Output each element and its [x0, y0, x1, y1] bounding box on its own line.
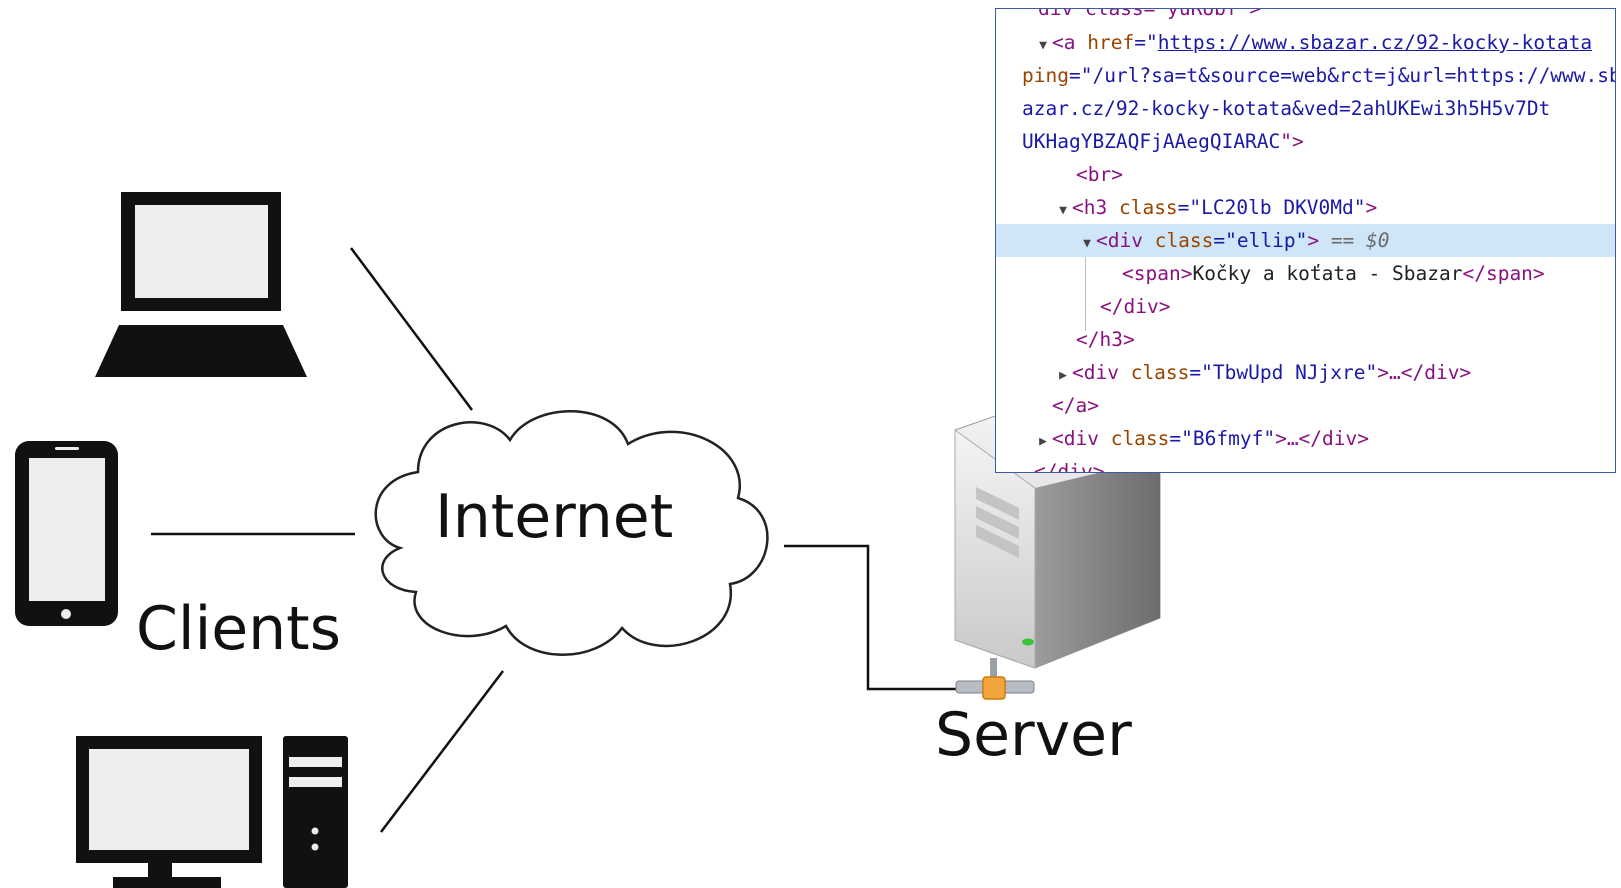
desktop-computer-icon: [76, 736, 348, 888]
edge-laptop-internet: [349, 247, 474, 411]
tag-open: <span>: [1122, 262, 1193, 285]
tag-close: </div>: [1100, 295, 1171, 318]
expand-triangle-icon[interactable]: ▼: [1059, 203, 1067, 218]
dom-node-div-close[interactable]: </div>: [996, 290, 1615, 323]
attr-value: ="LC20lb DKV0Md": [1177, 196, 1366, 219]
tag-br: <br>: [1076, 163, 1123, 186]
attr-value: ="B6fmyf": [1169, 427, 1276, 450]
dom-node-h3[interactable]: ▼ <h3 class="LC20lb DKV0Md">: [996, 191, 1615, 224]
attr-eq: =": [1134, 31, 1158, 54]
internet-label: Internet: [435, 482, 674, 552]
dom-node-span[interactable]: <span>Kočky a koťata - Sbazar</span>: [996, 257, 1615, 290]
dom-node-div-tbwupd[interactable]: ▶ <div class="TbwUpd NJjxre">…</div>: [996, 356, 1615, 389]
dom-node-div-ellip-selected[interactable]: ▼ <div class="ellip"> == $0: [996, 224, 1615, 257]
dom-line-ping-cont: azar.cz/92-kocky-kotata&ved=2ahUKEwi3h5H…: [996, 92, 1615, 125]
server-label: Server: [935, 700, 1132, 770]
attr-value: ="TbwUpd NJjxre": [1189, 361, 1378, 384]
devtools-elements-panel: div class="yuRUbf"> ▼ <a href="https://ww…: [995, 8, 1616, 473]
tree-guide-line: [1085, 247, 1086, 331]
attr-name: href: [1087, 31, 1135, 54]
tag-close: </a>: [1052, 394, 1099, 417]
cut-text: </div>: [1034, 460, 1105, 473]
laptop-icon: [95, 192, 307, 377]
tag-close: </h3>: [1076, 328, 1135, 351]
collapse-triangle-icon[interactable]: ▶: [1059, 368, 1067, 383]
attr-name: class: [1110, 427, 1170, 450]
text-node: Kočky a koťata - Sbazar: [1192, 262, 1463, 285]
collapse-triangle-icon[interactable]: ▶: [1039, 434, 1047, 449]
dom-node-h3-close[interactable]: </h3>: [996, 323, 1615, 356]
cloud-icon: [374, 410, 769, 656]
dom-line-cut-bottom: </div>: [996, 455, 1615, 473]
attr-value: UKHagYBZAQFjAAegQIARAC: [1022, 130, 1281, 153]
tag-open: <div: [1052, 427, 1111, 450]
clients-label: Clients: [136, 594, 341, 664]
edge-internet-server: [784, 544, 970, 691]
tag-open: <a: [1052, 31, 1088, 54]
edge-desktop-internet: [380, 670, 504, 833]
tag-close: >…</div>: [1377, 361, 1472, 384]
tag-open: <div: [1096, 229, 1155, 252]
attr-value: azar.cz/92-kocky-kotata&ved=2ahUKEwi3h5H…: [1022, 97, 1551, 120]
expand-triangle-icon[interactable]: ▼: [1039, 38, 1047, 53]
tag-close: >: [1307, 229, 1320, 252]
attr-name: class: [1118, 196, 1178, 219]
console-ref-marker: == $0: [1319, 229, 1390, 252]
dom-node-a-close[interactable]: </a>: [996, 389, 1615, 422]
tag-close: >…</div>: [1275, 427, 1369, 450]
dom-line-ping: ping="/url?sa=t&source=web&rct=j&url=htt…: [996, 59, 1615, 92]
dom-line-ping-end: UKHagYBZAQFjAAegQIARAC">: [996, 125, 1615, 158]
tag-close: </span>: [1462, 262, 1545, 285]
dom-node-div-b6fmyf[interactable]: ▶ <div class="B6fmyf">…</div>: [996, 422, 1615, 455]
cut-text: div class="yuRUbf">: [1038, 8, 1262, 20]
attr-name: class: [1154, 229, 1214, 252]
tag-close: >: [1365, 196, 1378, 219]
attr-name: ping: [1022, 64, 1069, 87]
attr-value: ="/url?sa=t&source=web&rct=j&url=https:/…: [1068, 64, 1616, 87]
attr-value: ="ellip": [1213, 229, 1308, 252]
tag-open: <h3: [1072, 196, 1119, 219]
dom-line-cut-top: div class="yuRUbf">: [996, 8, 1615, 25]
tag-open: <div: [1072, 361, 1131, 384]
attr-name: class: [1130, 361, 1190, 384]
expand-triangle-icon[interactable]: ▼: [1083, 236, 1091, 251]
smartphone-icon: [15, 441, 118, 626]
dom-node-a[interactable]: ▼ <a href="https://www.sbazar.cz/92-kocky…: [996, 26, 1615, 59]
tag-close: ">: [1280, 130, 1304, 153]
dom-node-br[interactable]: <br>: [996, 158, 1615, 191]
href-link[interactable]: https://www.sbazar.cz/92-kocky-kotata: [1157, 31, 1593, 54]
